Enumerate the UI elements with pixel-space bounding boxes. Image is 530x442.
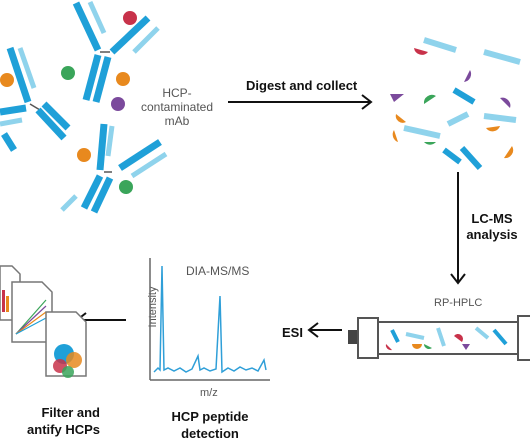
results-documents-illustration [0, 265, 87, 378]
hcp-dot-green [61, 66, 75, 80]
rphplc-label: RP-HPLC [434, 297, 483, 309]
hcp-dot-red [123, 11, 137, 25]
ms-spectrum-chart [149, 258, 270, 381]
mz-axis-label: m/z [200, 387, 218, 399]
spectrum-trace [153, 265, 267, 374]
hcp-dot-orange [116, 72, 130, 86]
hcp-contaminated-label: HCP- contaminated mAb [140, 86, 214, 128]
antibody-top [72, 0, 160, 103]
dia-label: DIA-MS/MS [186, 264, 250, 278]
esi-label: ESI [282, 325, 303, 340]
hplc-column-illustration [348, 315, 530, 361]
antibody-bottom [60, 123, 168, 214]
esi-arrow-icon [307, 322, 342, 338]
hcp-dot-green [119, 180, 133, 194]
lcms-label: LC-MS analysis [466, 211, 518, 242]
digest-arrow-icon [228, 94, 373, 110]
hcp-detection-label: HCP peptide detection [171, 409, 249, 441]
lcms-arrow-icon [450, 172, 466, 285]
digested-fragments-illustration [390, 37, 521, 171]
hcp-dot-orange [77, 148, 91, 162]
antibody-cluster-illustration [0, 0, 168, 214]
doc-venn [45, 311, 87, 378]
antibody-left [0, 46, 71, 152]
digest-label: Digest and collect [246, 78, 358, 93]
hcp-dot-orange [0, 73, 14, 87]
hcp-dot-purple [111, 97, 125, 111]
filter-quantify-label: Filter and antify HCPs [27, 405, 100, 437]
